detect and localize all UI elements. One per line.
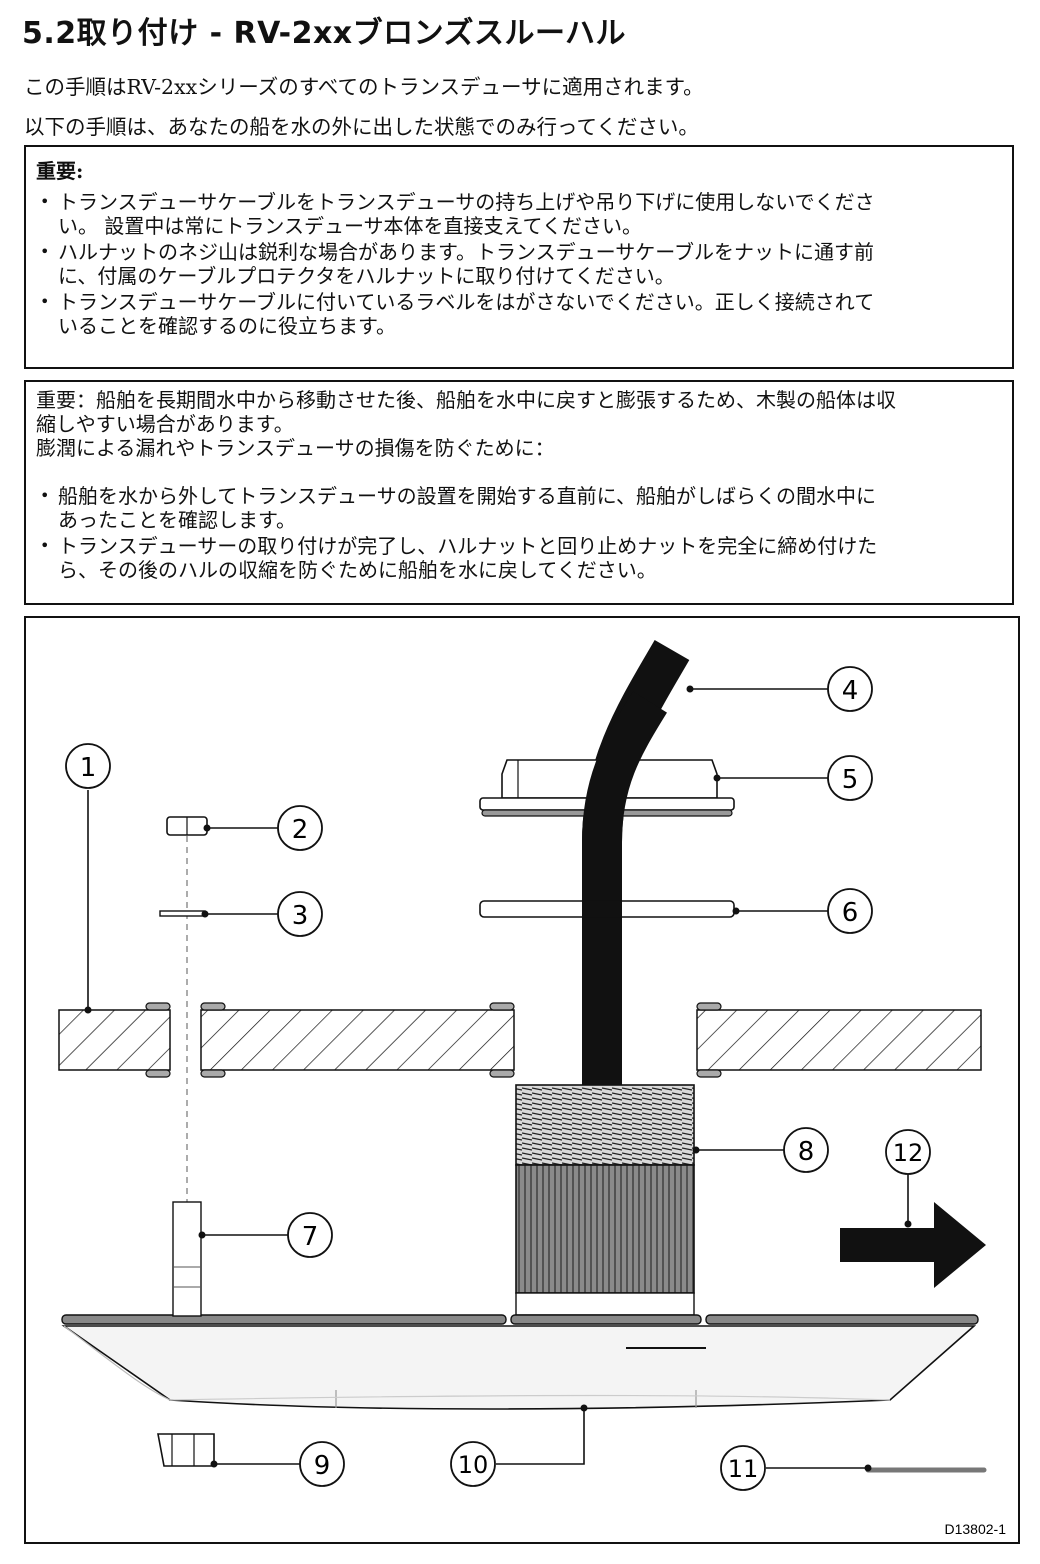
warning-line: 重要：船舶を長期間水中から移動させた後、船舶を水中に戻すと膨張するため、木製の船… [36, 388, 896, 412]
important-heading: 重要: [36, 159, 84, 183]
svg-text:9: 9 [314, 1451, 331, 1481]
callout-1: 1 [65, 743, 111, 789]
important-box: 重要: トランスデューサケーブルをトランスデューサの持ち上げや吊り下げに使用しな… [24, 145, 1014, 369]
svg-text:4: 4 [842, 676, 859, 706]
warning-box: 重要：船舶を長期間水中から移動させた後、船舶を水中に戻すと膨張するため、木製の船… [24, 380, 1014, 605]
anti-rotation-stud [172, 1201, 202, 1317]
list-item: トランスデューサーの取り付けが完了し、ハルナットと回り止めナットを完全に締め付け… [36, 534, 1002, 582]
leader-dots [84, 685, 912, 1472]
intro-line-1: この手順はRV-2xxシリーズのすべてのトランスデューサに適用されます。 [24, 75, 704, 99]
warning-line: 膨潤による漏れやトランスデューサの損傷を防ぐために： [36, 436, 555, 460]
svg-text:12: 12 [893, 1139, 924, 1167]
list-item: トランスデューサケーブルをトランスデューサの持ち上げや吊り下げに使用しないでくだ… [36, 190, 1002, 238]
svg-text:1: 1 [80, 753, 97, 783]
callout-9: 9 [299, 1441, 345, 1487]
intro-line-2: 以下の手順は、あなたの船を水の外に出した状態でのみ行ってください。 [24, 115, 699, 139]
svg-text:8: 8 [798, 1137, 815, 1167]
small-washer [159, 910, 206, 917]
callout-8: 8 [783, 1127, 829, 1173]
forward-arrow [840, 1202, 986, 1288]
warning-list: 船舶を水から外してトランスデューサの設置を開始する直前に、船舶がしばらくの間水中… [36, 484, 1002, 582]
fairing-block [61, 1314, 979, 1410]
svg-text:11: 11 [728, 1455, 759, 1483]
hull-section [58, 1002, 982, 1078]
svg-text:3: 3 [292, 901, 309, 931]
small-nut [166, 816, 208, 836]
threaded-stem [515, 1084, 695, 1316]
callout-3: 3 [277, 891, 323, 937]
list-item: 船舶を水から外してトランスデューサの設置を開始する直前に、船舶がしばらくの間水中… [36, 484, 1002, 532]
page-title: 5.2取り付け - RV-2xxブロンズスルーハル [22, 16, 626, 51]
installation-diagram: 1 2 3 4 5 6 7 8 9 10 11 12 D13802-1 [24, 616, 1020, 1544]
callout-12: 12 [885, 1129, 931, 1175]
callout-7: 7 [287, 1212, 333, 1258]
warning-line: 縮しやすい場合があります。 [36, 412, 294, 436]
callout-10: 10 [450, 1441, 496, 1487]
callout-6: 6 [827, 888, 873, 934]
list-item: トランスデューサケーブルに付いているラベルをはがさないでください。正しく接続され… [36, 290, 1002, 338]
callouts: 1 2 3 4 5 6 7 8 9 10 11 12 [65, 666, 931, 1491]
svg-text:6: 6 [842, 898, 859, 928]
svg-text:10: 10 [458, 1451, 489, 1479]
svg-text:2: 2 [292, 815, 309, 845]
callout-11: 11 [720, 1445, 766, 1491]
callout-5: 5 [827, 755, 873, 801]
svg-text:7: 7 [302, 1222, 319, 1252]
callout-4: 4 [827, 666, 873, 712]
leader-lines [87, 688, 909, 1469]
list-item: ハルナットのネジ山は鋭利な場合があります。トランスデューサケーブルをナットに通す… [36, 240, 1002, 288]
drawing-id: D13802-1 [945, 1521, 1007, 1537]
diagram-svg: 1 2 3 4 5 6 7 8 9 10 11 12 D13802-1 [58, 640, 1007, 1537]
callout-2: 2 [277, 805, 323, 851]
important-list: トランスデューサケーブルをトランスデューサの持ち上げや吊り下げに使用しないでくだ… [36, 190, 1002, 338]
cable-protector [157, 1433, 215, 1467]
svg-text:5: 5 [842, 765, 859, 795]
